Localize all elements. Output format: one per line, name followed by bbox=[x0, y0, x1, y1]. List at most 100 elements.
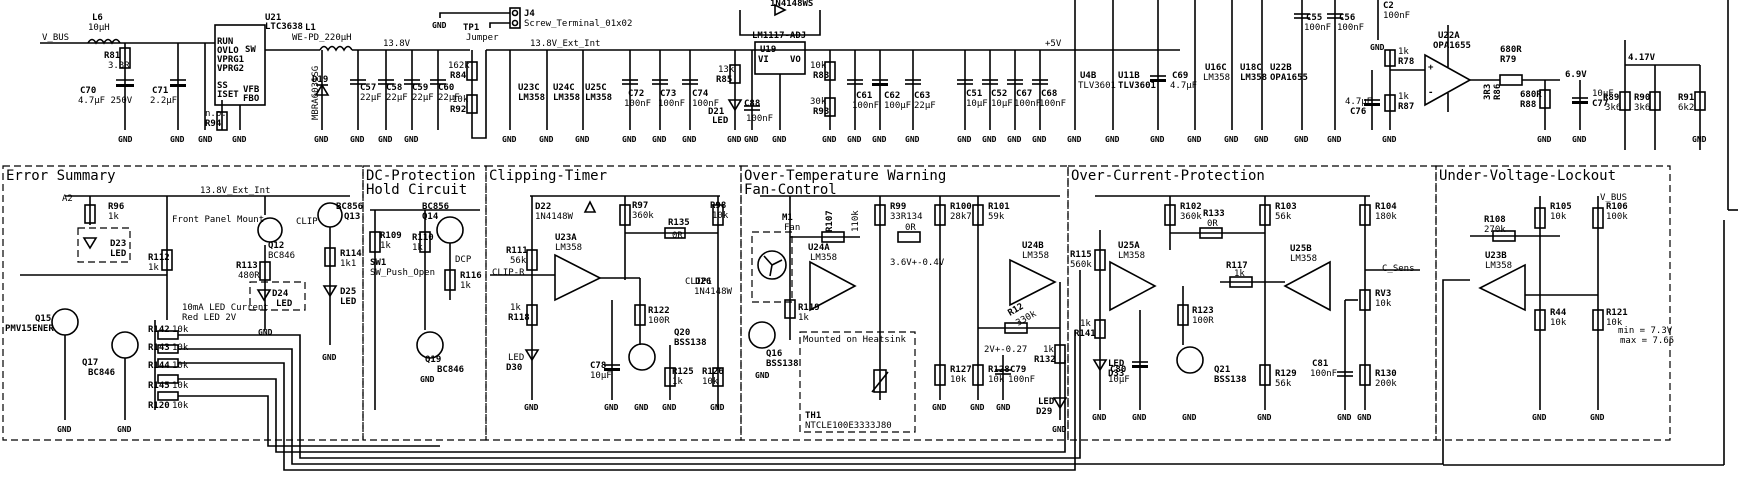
section-boxes bbox=[2, 165, 1671, 441]
r115-val: 560k bbox=[1070, 260, 1092, 270]
r121-val: 10k bbox=[1606, 318, 1623, 328]
r113-val: 480R bbox=[238, 271, 260, 281]
c70-ref: C70 bbox=[80, 86, 96, 96]
u25c-val: LM358 bbox=[585, 93, 612, 103]
u22b-ref: U22B bbox=[1270, 63, 1292, 73]
resistor-r81 bbox=[119, 47, 131, 69]
c78-val: 10µF bbox=[590, 371, 612, 381]
r94-val: n.p. bbox=[205, 109, 227, 119]
u23b-val: LM358 bbox=[1485, 261, 1512, 271]
net-clip-r: CLIP-R bbox=[492, 268, 525, 278]
r143-val: 10k bbox=[172, 343, 189, 353]
r143-ref: R143 bbox=[148, 343, 170, 353]
net-13v8: 13.8V bbox=[383, 39, 411, 49]
r106-ref: R106 bbox=[1606, 202, 1628, 212]
c76-ref: C76 bbox=[1350, 107, 1366, 117]
d22-ref: D22 bbox=[535, 202, 551, 212]
r102-val: 360k bbox=[1180, 212, 1202, 222]
r120-val: 10k bbox=[172, 401, 189, 411]
d23-val: LED bbox=[110, 249, 127, 259]
c52-ref: C52 bbox=[991, 89, 1007, 99]
gnd-label: GND bbox=[524, 403, 539, 412]
section-title-clipping-timer: Clipping-Timer bbox=[489, 168, 607, 184]
q21-val: BSS138 bbox=[1214, 375, 1247, 385]
net-dcp: DCP bbox=[455, 255, 472, 265]
gnd-label: GND bbox=[1337, 413, 1352, 422]
d21-ref: D21 bbox=[708, 107, 724, 117]
r135-ref: R135 bbox=[668, 218, 690, 228]
gnd-label: GND bbox=[1224, 135, 1239, 144]
q16-ref: Q16 bbox=[766, 349, 782, 359]
front-panel-note: Front Panel Mount bbox=[172, 215, 264, 225]
u23c-val: LM358 bbox=[518, 93, 545, 103]
top-power-strip: V_BUS L6 10µH R81 3.3R C70 4.7µF 250V GN… bbox=[40, 0, 1738, 211]
u21-val: LTC3638 bbox=[265, 22, 303, 32]
r111-ref: R111 bbox=[506, 246, 528, 256]
net-clip1: CLIP1 bbox=[685, 277, 712, 287]
net-4v17: 4.17V bbox=[1628, 53, 1656, 63]
c58-ref: C58 bbox=[386, 83, 402, 93]
inductor-l6 bbox=[87, 38, 121, 45]
u25b-val: LM358 bbox=[1290, 254, 1317, 264]
u23a-val: LM358 bbox=[555, 243, 582, 253]
gnd-label: GND bbox=[502, 135, 517, 144]
r44-val: 10k bbox=[1550, 318, 1567, 328]
r91-ref: R91 bbox=[1678, 93, 1694, 103]
c59-val: 22µF bbox=[412, 93, 434, 103]
over-current-circuit: R115 560k U25A LM358 R102 360k R133 0R R… bbox=[1070, 195, 1420, 422]
gnd-label: GND bbox=[622, 135, 637, 144]
l6-ref: L6 bbox=[92, 13, 103, 23]
error-summary-circuit: 13.8V_Ext_Int A2 R96 1k D23 LED Front Pa… bbox=[5, 186, 363, 434]
gnd-label: GND bbox=[847, 135, 862, 144]
r130-val: 200k bbox=[1375, 379, 1397, 389]
gnd-label: GND bbox=[1052, 425, 1067, 434]
section-title-dc-protection: DC-Protection bbox=[366, 168, 476, 184]
gnd-label: GND bbox=[1132, 413, 1147, 422]
gnd-label: GND bbox=[258, 328, 273, 337]
r90-ref: R90 bbox=[1634, 93, 1650, 103]
c81-val: 100nF bbox=[1310, 369, 1337, 379]
u21-pin: SW bbox=[245, 45, 256, 55]
r105-val: 10k bbox=[1550, 212, 1567, 222]
r99-ref: R99 bbox=[890, 202, 906, 212]
r144-ref: R144 bbox=[148, 361, 170, 371]
c88-val: 100nF bbox=[746, 114, 773, 124]
u22a-plus: + bbox=[1428, 63, 1434, 73]
u21-pin: SS bbox=[217, 81, 228, 91]
gnd-label: GND bbox=[1032, 135, 1047, 144]
r125-val: 1k bbox=[672, 377, 683, 387]
gnd-label: GND bbox=[1590, 413, 1605, 422]
u21-pin: VFB bbox=[243, 85, 260, 95]
gnd-label: GND bbox=[982, 135, 997, 144]
r85-ref: R85 bbox=[716, 75, 732, 85]
u24b-val: LM358 bbox=[1022, 251, 1049, 261]
gnd-label: GND bbox=[1382, 135, 1397, 144]
opamp-u25a bbox=[1109, 260, 1157, 312]
note-led-current: 10mA LED Current bbox=[182, 303, 269, 313]
vrange-note: 3.6V+-0.4V bbox=[890, 258, 945, 268]
gnd-label: GND bbox=[970, 403, 985, 412]
gnd-label: GND bbox=[872, 135, 887, 144]
c77-val: 10µF bbox=[1592, 89, 1614, 99]
m1-ref: M1 bbox=[782, 213, 793, 223]
u4b-ref: U4B bbox=[1080, 71, 1097, 81]
u21-pin: VPRG1 bbox=[217, 55, 244, 65]
c59-ref: C59 bbox=[412, 83, 428, 93]
q14-ref: Q14 bbox=[422, 212, 439, 222]
gnd-label: GND bbox=[996, 403, 1011, 412]
r90-val: 3k6 bbox=[1634, 103, 1650, 113]
section-title-over-temperature: Over-Temperature Warning bbox=[744, 168, 946, 184]
r83-val: 10k bbox=[810, 61, 827, 71]
u25c-ref: U25C bbox=[585, 83, 607, 93]
c68-val: 100nF bbox=[1039, 99, 1066, 109]
d25-val: LED bbox=[340, 297, 357, 307]
gnd-label: GND bbox=[539, 135, 554, 144]
u23b-ref: U23B bbox=[1485, 251, 1507, 261]
u18c-ref: U18C bbox=[1240, 63, 1262, 73]
gnd-label: GND bbox=[905, 135, 920, 144]
r141-val: 1k bbox=[1080, 319, 1091, 329]
r132-val: 1k bbox=[1043, 345, 1054, 355]
sw1-ref: SW1 bbox=[370, 258, 386, 268]
r118-val: 1k bbox=[510, 303, 521, 313]
